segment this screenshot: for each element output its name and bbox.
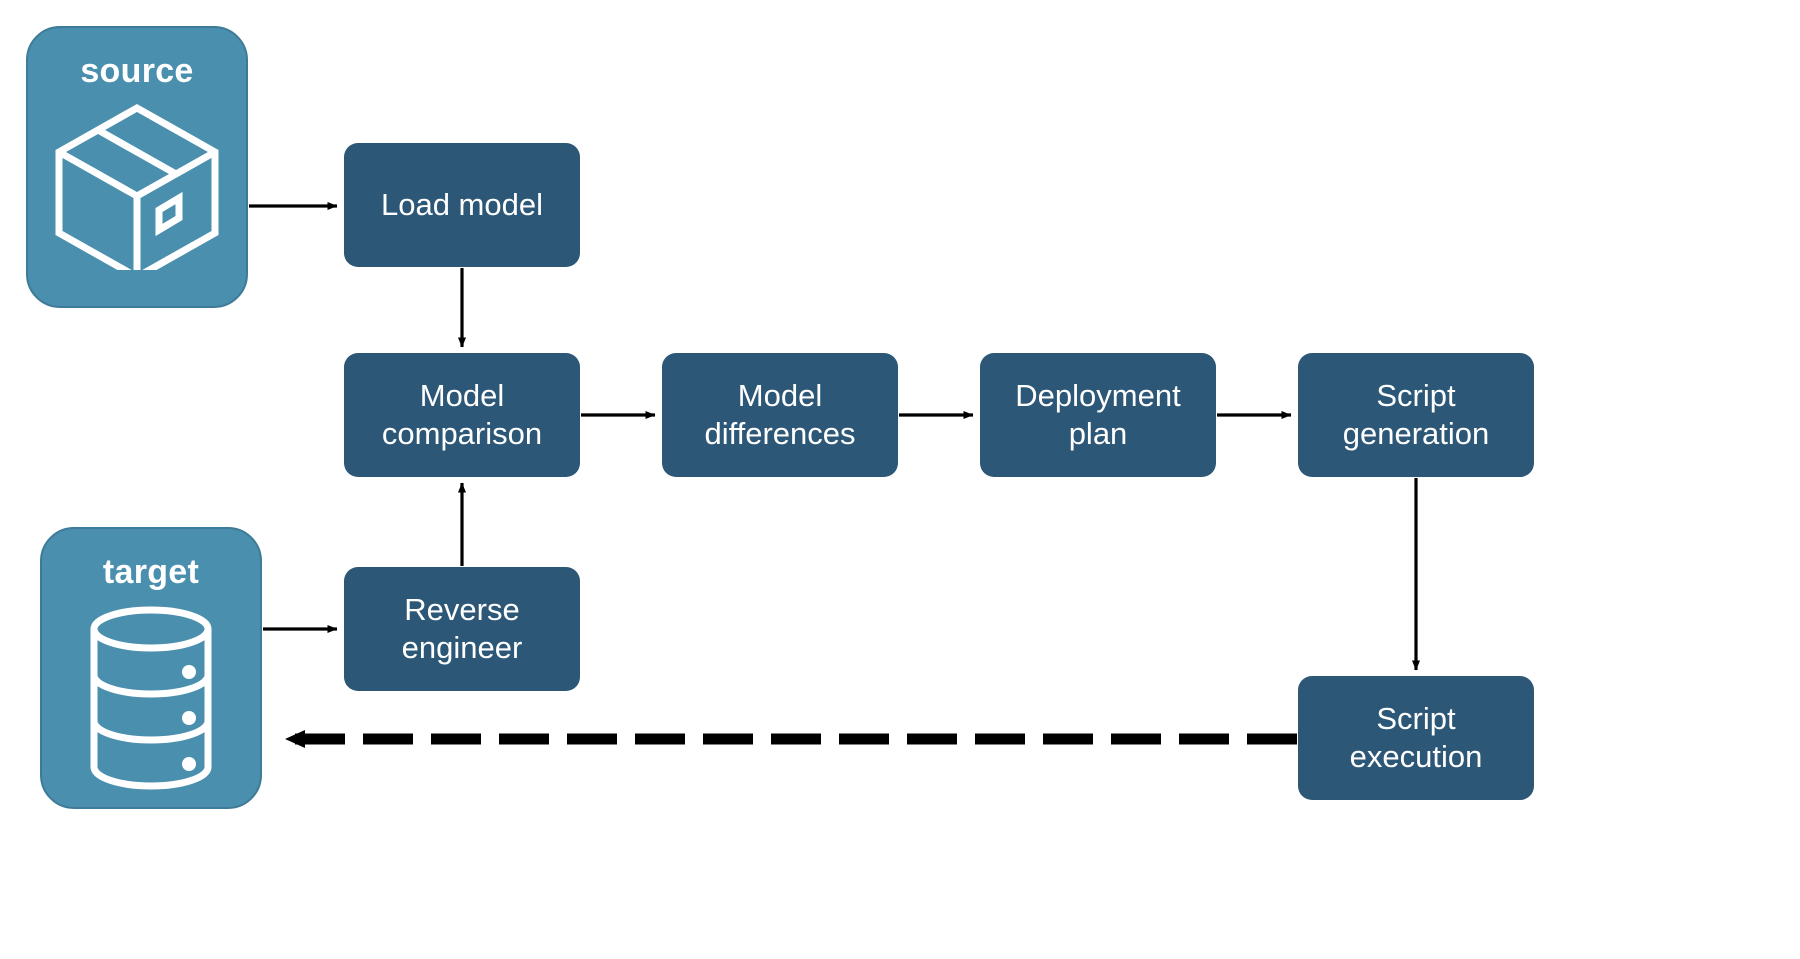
package-box-icon bbox=[47, 100, 227, 282]
process-label-reverse-engineer: Reverse engineer bbox=[401, 592, 523, 665]
database-cylinder-icon bbox=[76, 603, 226, 798]
process-box-script-execution[interactable]: Script execution bbox=[1298, 676, 1534, 800]
process-box-reverse-engineer[interactable]: Reverse engineer bbox=[344, 567, 580, 691]
process-label-script-generation: Script generation bbox=[1342, 378, 1490, 451]
process-label-model-differences: Model differences bbox=[704, 378, 856, 451]
process-label-script-execution: Script execution bbox=[1349, 701, 1483, 774]
process-box-script-generation[interactable]: Script generation bbox=[1298, 353, 1534, 477]
source-label: source bbox=[80, 52, 194, 90]
process-label-deployment-plan: Deployment plan bbox=[1015, 378, 1181, 451]
process-box-model-differences[interactable]: Model differences bbox=[662, 353, 898, 477]
source-endpoint-card[interactable]: source bbox=[26, 26, 248, 308]
process-box-load-model[interactable]: Load model bbox=[344, 143, 580, 267]
target-label: target bbox=[102, 553, 200, 591]
process-box-model-comparison[interactable]: Model comparison bbox=[344, 353, 580, 477]
process-label-model-comparison: Model comparison bbox=[381, 378, 543, 451]
process-box-deployment-plan[interactable]: Deployment plan bbox=[980, 353, 1216, 477]
process-label-load-model: Load model bbox=[380, 187, 543, 223]
target-endpoint-card[interactable]: target bbox=[40, 527, 262, 809]
